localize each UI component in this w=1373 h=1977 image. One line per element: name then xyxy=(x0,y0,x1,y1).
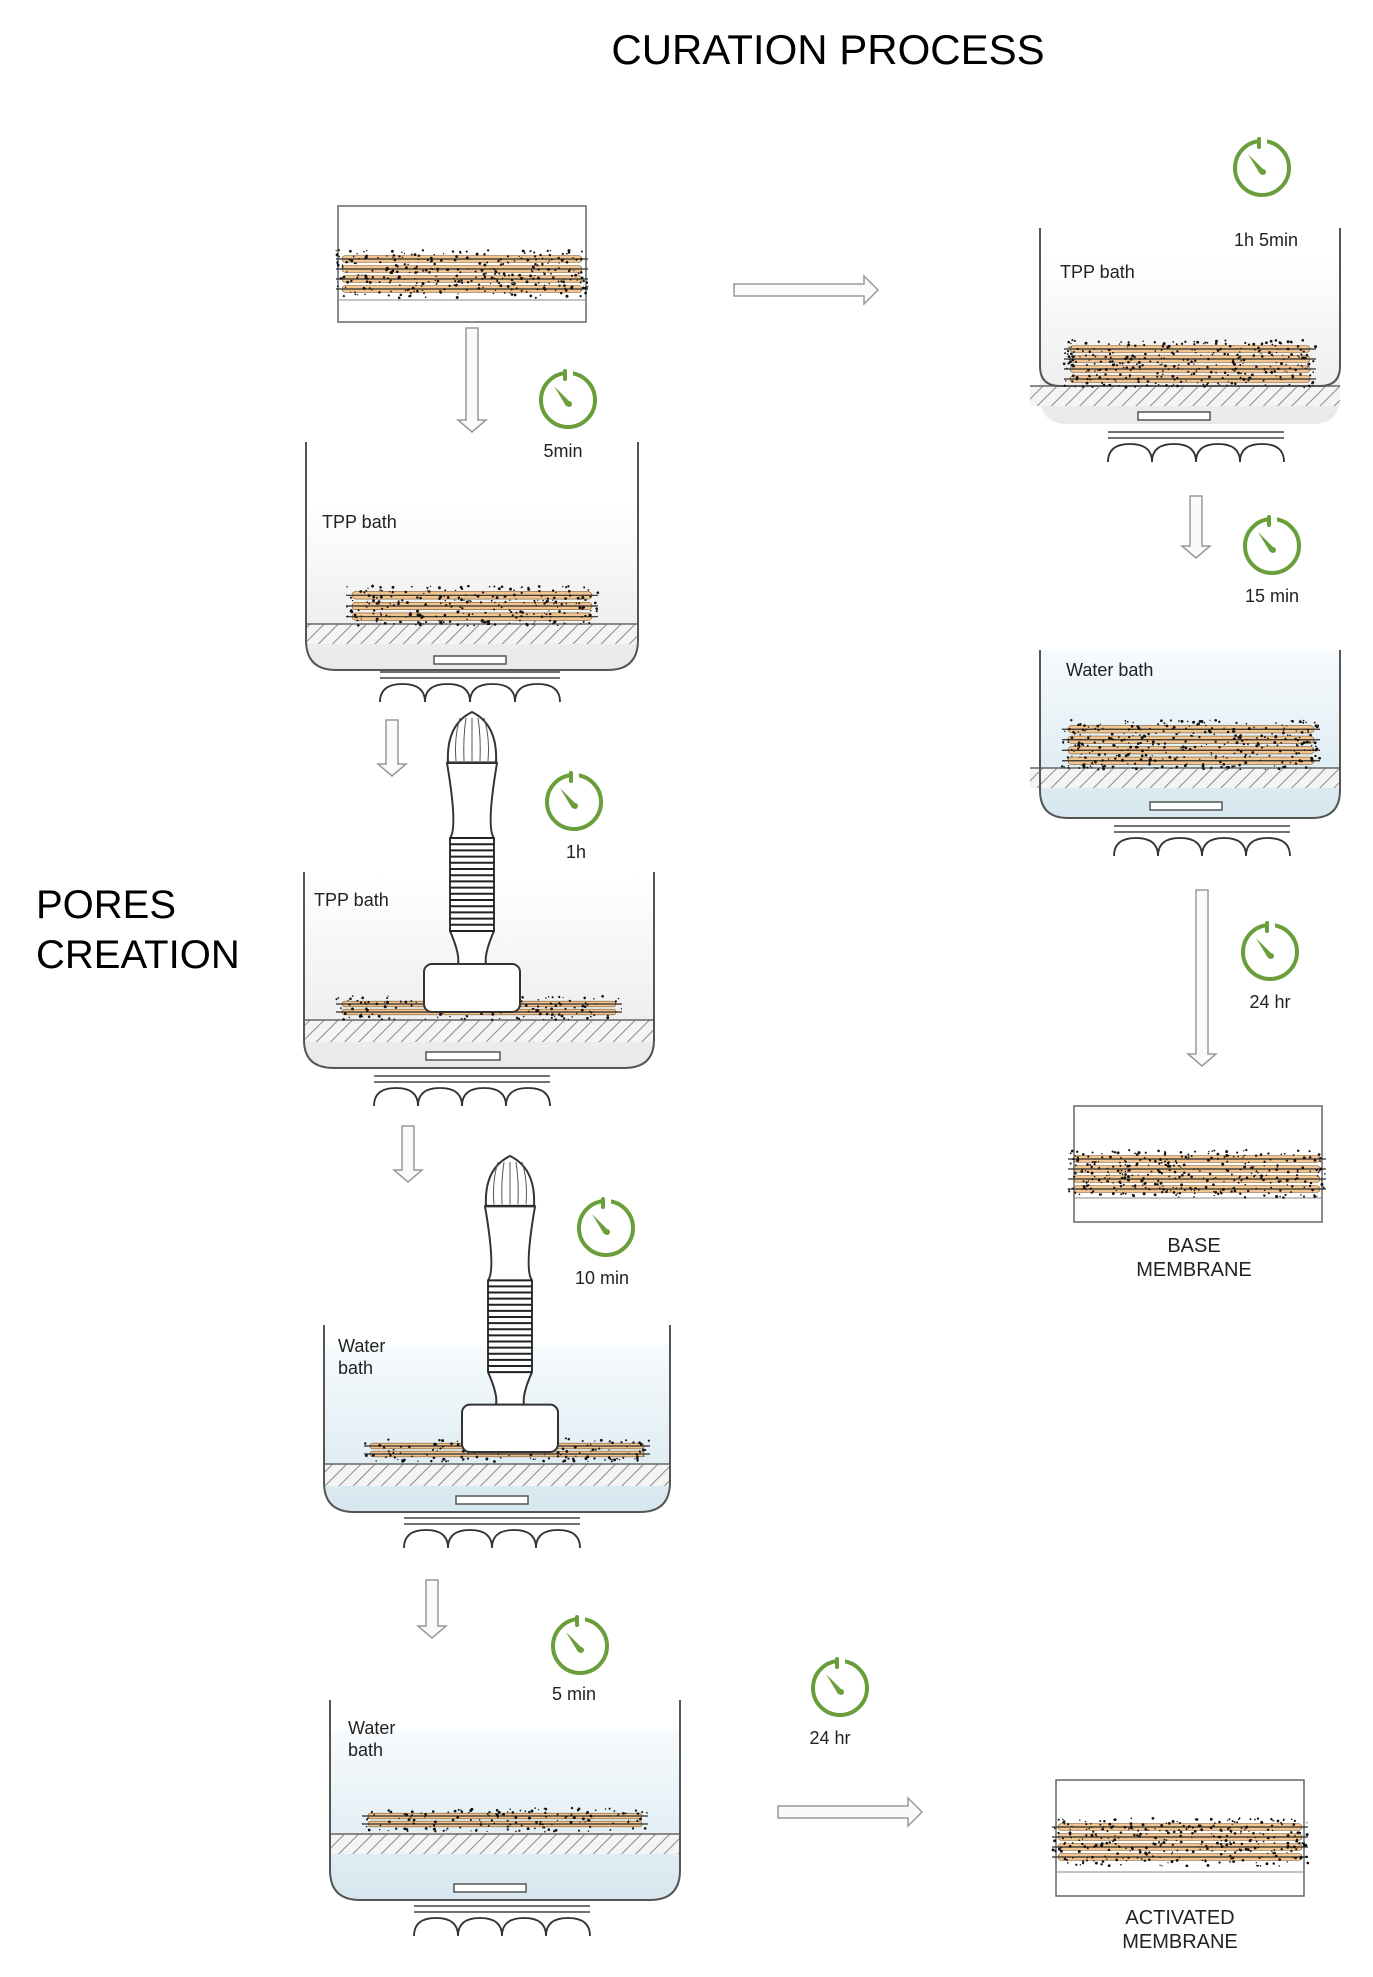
bath-label-tpp-3: TPP bath xyxy=(1060,262,1135,282)
stopwatch-icon xyxy=(539,369,597,429)
membrane-stack xyxy=(1051,1817,1310,1868)
beaker-water-bath-2 xyxy=(329,1700,681,1901)
stopwatch-icon xyxy=(577,1197,635,1257)
beaker-tpp-bath-3 xyxy=(1030,228,1341,424)
membrane-stack xyxy=(346,584,600,627)
timer-label-15min: 15 min xyxy=(1245,586,1299,606)
beaker-tpp-bath-1 xyxy=(305,442,639,671)
timer-label-1h5min: 1h 5min xyxy=(1234,230,1298,250)
membrane-stack xyxy=(361,1806,648,1833)
side-title-line-2: CREATION xyxy=(36,933,240,977)
side-title-line-1: PORES xyxy=(36,883,176,927)
output-label-activated-1: ACTIVATED xyxy=(1125,1907,1234,1929)
hotplate-coil-icon xyxy=(403,1517,581,1549)
bath-label-water-3: Water bath xyxy=(1066,660,1153,680)
bath-label-tpp-1: TPP bath xyxy=(322,512,397,532)
arrow-down xyxy=(391,1125,425,1183)
membrane-stack xyxy=(1067,1148,1326,1199)
output-label-activated-2: MEMBRANE xyxy=(1122,1931,1238,1953)
bath-label-water-1b: bath xyxy=(338,1358,373,1378)
bath-label-water-2a: Water xyxy=(348,1718,395,1738)
homogenizer-probe-icon xyxy=(423,710,521,1013)
membrane-stack xyxy=(1061,718,1321,771)
arrow-down xyxy=(375,719,409,777)
bath-label-water-1a: Water xyxy=(338,1336,385,1356)
hotplate-coil-icon xyxy=(379,671,561,703)
activated-membrane-dish xyxy=(1051,1779,1310,1897)
timer-label-5min: 5min xyxy=(543,441,582,461)
stopwatch-icon xyxy=(1241,921,1299,981)
beaker-water-bath-3 xyxy=(1030,650,1341,819)
bath-label-tpp-2: TPP bath xyxy=(314,890,389,910)
initial-dish xyxy=(335,205,589,323)
output-label-base-2: MEMBRANE xyxy=(1136,1259,1252,1281)
arrow-down xyxy=(1179,495,1213,559)
hotplate-coil-icon xyxy=(1113,825,1291,857)
stopwatch-icon xyxy=(1243,515,1301,575)
arrow-down xyxy=(415,1579,449,1639)
page-title: CURATION PROCESS xyxy=(611,26,1044,73)
homogenizer-probe-icon xyxy=(461,1154,559,1454)
stopwatch-icon xyxy=(551,1615,609,1675)
stopwatch-icon xyxy=(1233,137,1291,197)
timer-label-5min-b: 5 min xyxy=(552,1684,596,1704)
hotplate-coil-icon xyxy=(1107,431,1285,463)
timer-label-24hr-right: 24 hr xyxy=(1249,992,1290,1012)
base-membrane-dish xyxy=(1067,1105,1326,1223)
hotplate-coil-icon xyxy=(413,1905,591,1937)
bath-label-water-2b: bath xyxy=(348,1740,383,1760)
stopwatch-icon xyxy=(811,1657,869,1717)
arrow-down xyxy=(1185,889,1219,1067)
stopwatch-icon xyxy=(545,771,603,831)
output-label-base-1: BASE xyxy=(1167,1235,1220,1257)
timer-label-10min: 10 min xyxy=(575,1268,629,1288)
arrow-right xyxy=(733,274,880,306)
timer-label-1h: 1h xyxy=(566,842,586,862)
timer-label-24hr-bottom: 24 hr xyxy=(809,1728,850,1748)
membrane-stack xyxy=(1062,338,1317,389)
membrane-stack xyxy=(335,249,589,300)
hotplate-coil-icon xyxy=(373,1075,551,1107)
arrow-right xyxy=(777,1796,924,1828)
arrow-down xyxy=(455,327,489,433)
